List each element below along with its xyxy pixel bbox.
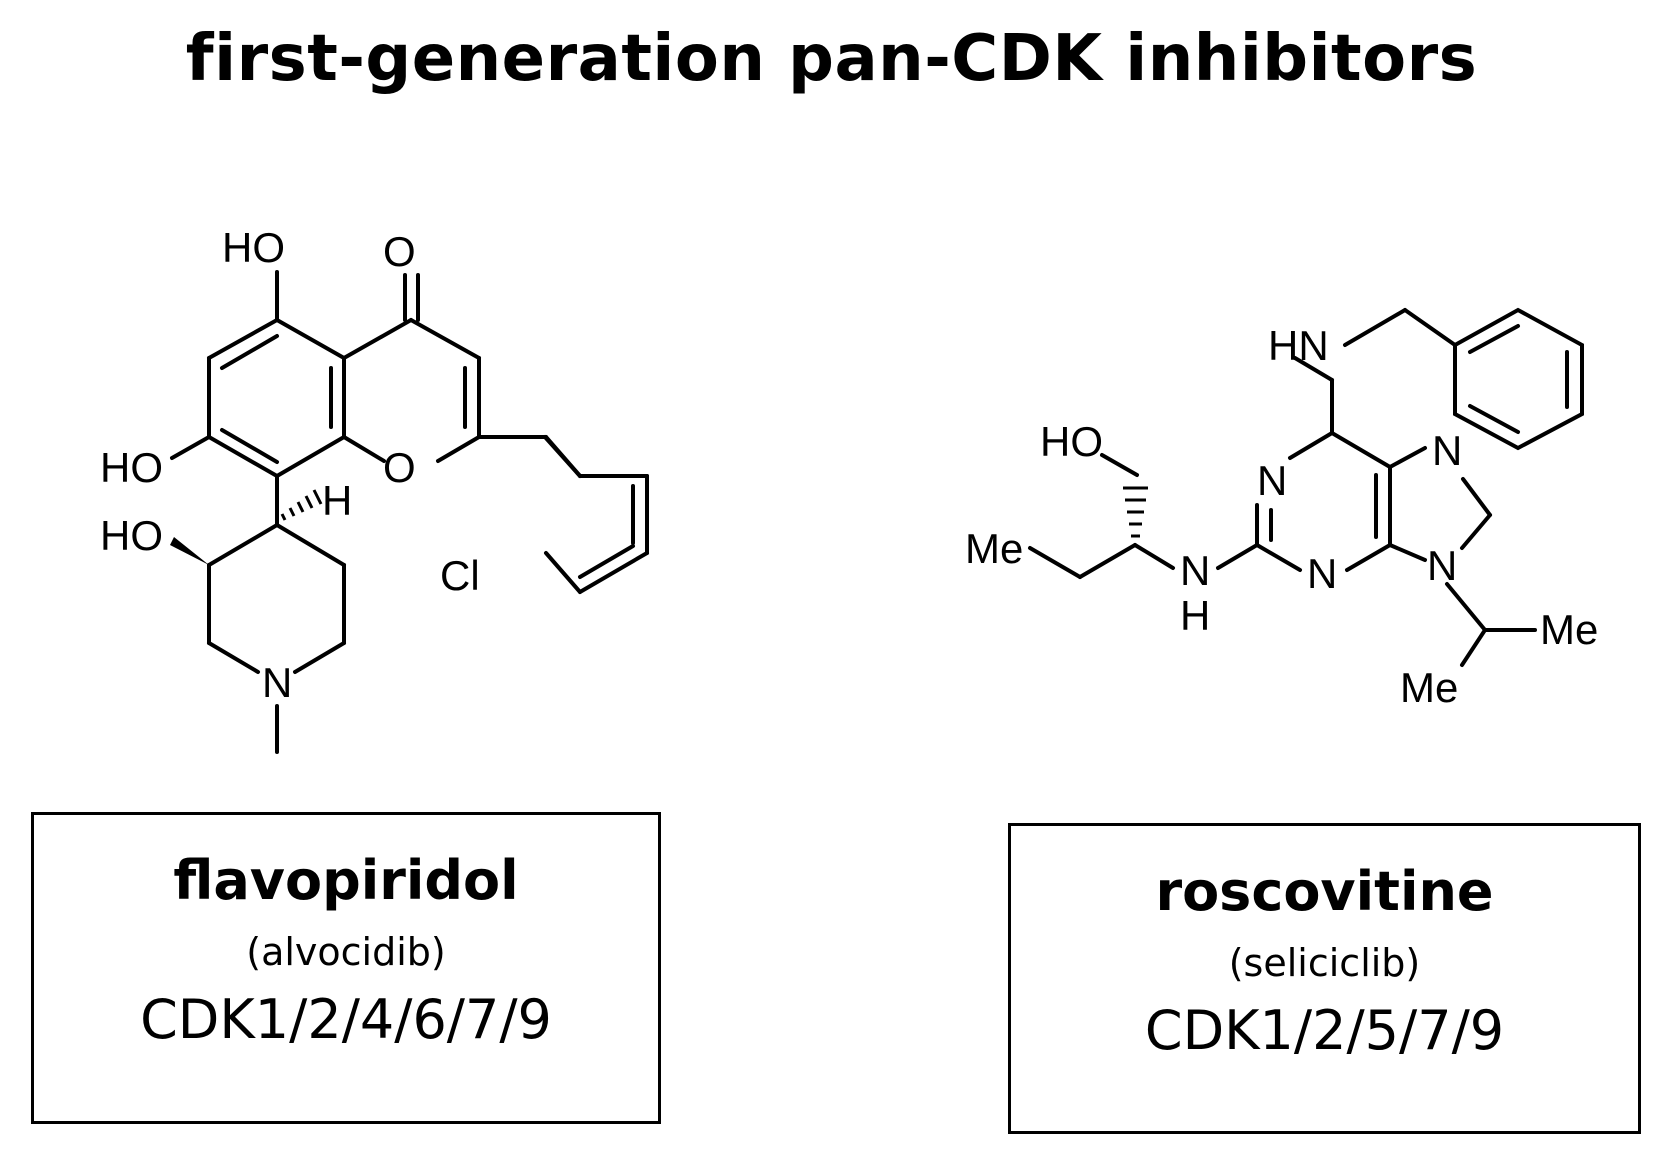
compound-targets: CDK1/2/5/7/9 [1144,999,1505,1062]
atom-label: Me [1540,606,1598,653]
atom-label: HO [1040,418,1103,465]
atom-label: HN [1268,322,1329,369]
compound-alt-name: (alvocidib) [246,930,446,974]
atom-label: N [1180,547,1210,594]
atom-label: HO [100,444,163,491]
atom-label: N [1432,427,1462,474]
atom-label: N [1307,550,1337,597]
page-title: first-generation pan-CDK inhibitors [185,22,1478,96]
atom-label: HO [222,224,285,271]
roscovitine-label-box: roscovitine (seliciclib) CDK1/2/5/7/9 [1008,823,1641,1134]
atom-label: N [1427,542,1457,589]
compound-alt-name: (seliciclib) [1228,941,1421,985]
atom-label: O [383,228,416,275]
atom-label: HO [100,512,163,559]
flavopiridol-label-box: flavopiridol (alvocidib) CDK1/2/4/6/7/9 [31,812,661,1124]
compound-targets: CDK1/2/4/6/7/9 [140,988,552,1051]
atom-label: N [262,659,292,706]
atom-label: Cl [440,552,480,599]
compound-name: flavopiridol [173,849,519,912]
atom-label: N [1257,457,1287,504]
atom-label: H [322,477,352,524]
atom-label: H [1180,592,1210,639]
atom-label: Me [965,525,1023,572]
atom-label: Me [1400,664,1458,711]
atom-label: O [383,444,416,491]
compound-name: roscovitine [1155,860,1494,923]
